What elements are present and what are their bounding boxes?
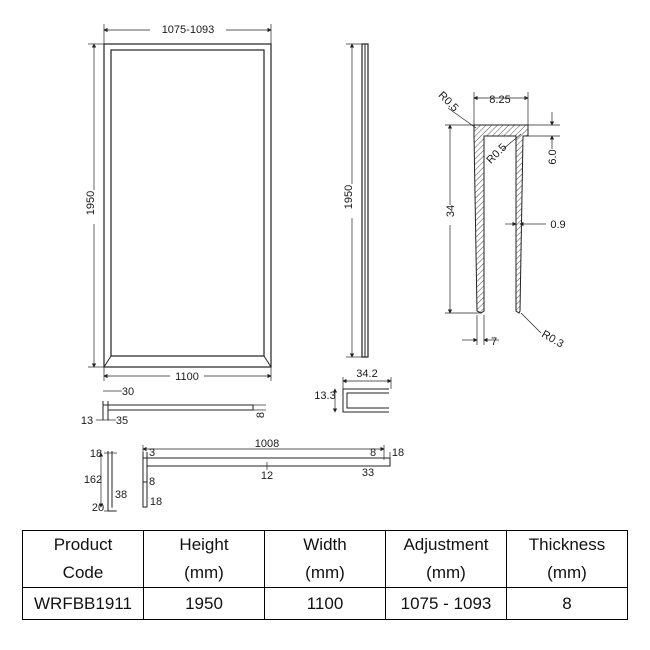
dim-8-25: 8.25 <box>489 94 510 106</box>
bracket-bar-section: 1008 3 12 8 18 33 8 18 18 162 38 20 <box>84 438 404 514</box>
front-top-dim: 1075-1093 <box>162 24 215 36</box>
header-adjustment: Adjustment(mm) <box>385 530 507 588</box>
dim-162: 162 <box>84 474 102 486</box>
cell-adjustment: 1075 - 1093 <box>385 587 507 620</box>
dim-34-2: 34.2 <box>356 368 377 380</box>
cell-height: 1950 <box>143 587 265 620</box>
technical-drawing: 1075-1093 1950 1100 1950 8.25 R0.5 <box>81 22 566 514</box>
dim-18-bracket: 18 <box>90 448 102 460</box>
dim-13-3: 13.3 <box>314 390 335 402</box>
dim-33: 33 <box>362 467 374 479</box>
channel-section: 34.2 13.3 <box>314 368 392 413</box>
front-view: 1075-1093 1950 1100 <box>85 22 272 383</box>
dim-8-lower: 8 <box>149 476 155 488</box>
glass-panel <box>110 49 265 357</box>
header-thickness: Thickness(mm) <box>506 530 628 588</box>
bottom-frame-section: 30 13 35 8 <box>81 386 267 427</box>
cell-product-code: WRFBB1911 <box>22 587 144 620</box>
dim-bar-18: 18 <box>392 447 404 459</box>
dim-20: 20 <box>92 502 104 514</box>
header-height: Height(mm) <box>143 530 265 588</box>
cell-thickness: 8 <box>506 587 628 620</box>
dim-7: 7 <box>491 336 497 348</box>
dim-8a: 8 <box>255 412 267 418</box>
dim-12: 12 <box>261 470 273 482</box>
dim-0-9: 0.9 <box>550 219 565 231</box>
spec-data-row: WRFBB1911 1950 1100 1075 - 1093 8 <box>22 587 628 620</box>
header-width: Width(mm) <box>264 530 386 588</box>
dim-r03: R0.3 <box>539 328 565 350</box>
front-bottom-dim: 1100 <box>175 371 199 383</box>
dim-3: 3 <box>149 447 155 459</box>
dim-1008: 1008 <box>255 438 279 450</box>
dim-35: 35 <box>116 415 128 427</box>
dim-r05-inner: R0.5 <box>484 141 509 166</box>
side-view: 1950 <box>343 43 369 358</box>
outer-frame <box>103 43 272 368</box>
dim-30: 30 <box>122 386 134 398</box>
dim-18-lower: 18 <box>150 496 162 508</box>
dim-r05-left: R0.5 <box>436 89 461 114</box>
dim-6-0: 6.0 <box>547 149 559 164</box>
dim-bar-8: 8 <box>370 447 376 459</box>
profile-detail: 8.25 R0.5 R0.5 6.0 34 0.9 7 R0.3 <box>436 89 566 350</box>
dim-38: 38 <box>115 489 127 501</box>
side-height-dim: 1950 <box>343 185 355 209</box>
cell-width: 1100 <box>264 587 386 620</box>
dim-34: 34 <box>445 205 457 217</box>
dim-13: 13 <box>81 415 93 427</box>
front-height-dim: 1950 <box>85 191 97 215</box>
